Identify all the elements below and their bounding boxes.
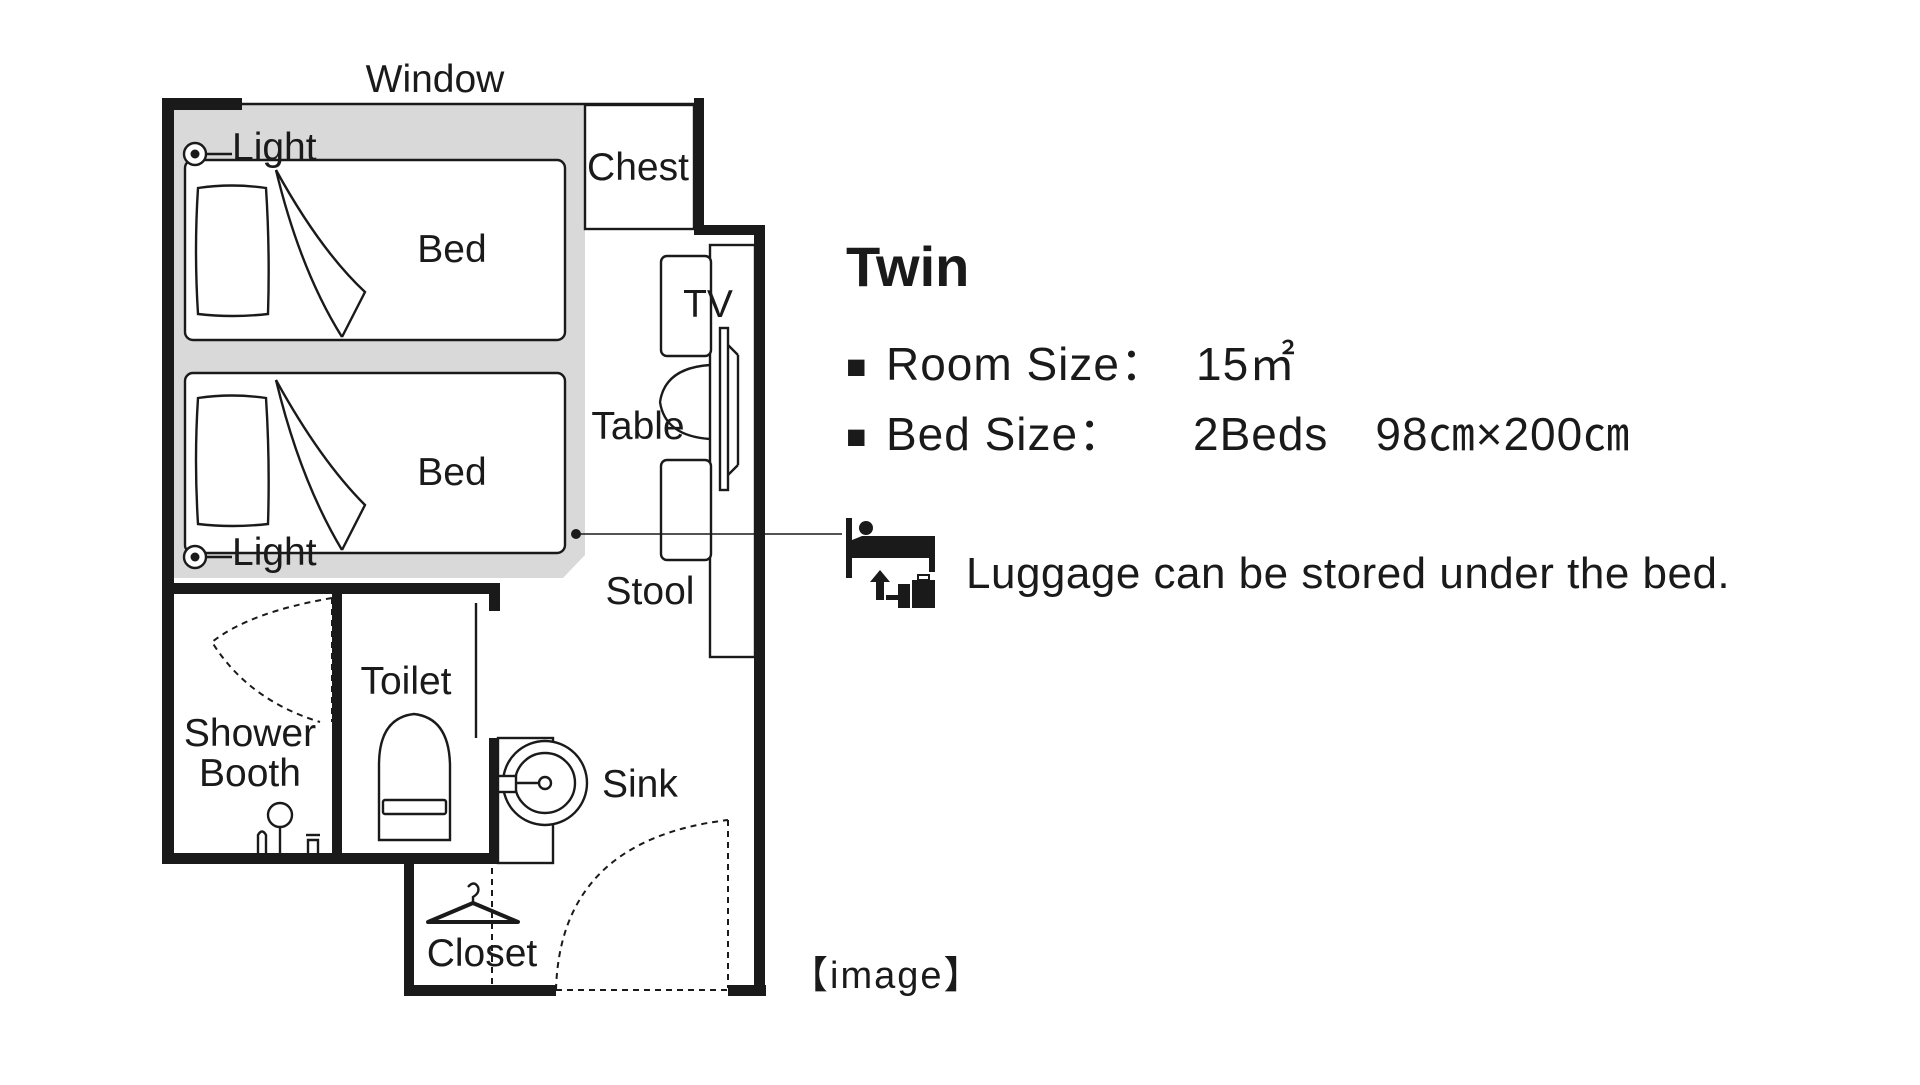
shower-head-icon (256, 801, 320, 853)
shower-booth-label-line2: Booth (199, 752, 301, 795)
shower-booth (210, 597, 333, 853)
luggage-under-bed-icon (846, 518, 935, 608)
bed-bottom-label: Bed (417, 451, 486, 494)
room-size-label: Room Size： (886, 338, 1167, 390)
room-info: Twin ■ Room Size： 15㎡ ■ Bed Size： 2Beds … (846, 235, 1730, 608)
walls (162, 98, 766, 996)
floor-plan: Window Chest Light Light Bed Bed TV Tabl… (162, 58, 984, 997)
toilet (377, 603, 478, 842)
luggage-note: Luggage can be stored under the bed. (966, 549, 1730, 598)
toilet-label: Toilet (360, 660, 451, 703)
entrance-door (555, 819, 729, 991)
table-label: Table (591, 405, 684, 448)
sink-label: Sink (602, 763, 678, 806)
bed-bottom (183, 371, 567, 555)
closet (426, 868, 520, 985)
bed-top (183, 158, 567, 342)
room-size-value: 15㎡ (1196, 338, 1296, 390)
shower-booth-label-line1: Shower (184, 712, 316, 755)
bed-size-value: 2Beds 98㎝×200㎝ (1193, 408, 1630, 460)
window-label: Window (366, 58, 506, 101)
ceiling-light-icon (182, 141, 232, 167)
ceiling-light-icon (182, 544, 232, 570)
chest (583, 103, 696, 231)
bed-size-label: Bed Size： (886, 408, 1125, 460)
closet-label: Closet (427, 932, 538, 975)
room-type-title: Twin (846, 235, 969, 298)
luggage-leader-line (571, 529, 842, 539)
image-note: 【image】 (790, 955, 984, 997)
tv-label: TV (683, 283, 733, 326)
desk (658, 243, 757, 659)
stool-label: Stool (606, 570, 695, 613)
bed-top-label: Bed (417, 228, 486, 271)
chest-label: Chest (587, 146, 689, 189)
light-top-label: Light (232, 126, 317, 169)
light-bottom-label: Light (232, 531, 317, 574)
hanger-icon (426, 882, 520, 924)
sink (496, 736, 589, 865)
bed-size-bullet: ■ (846, 418, 868, 456)
room-size-bullet: ■ (846, 348, 868, 386)
